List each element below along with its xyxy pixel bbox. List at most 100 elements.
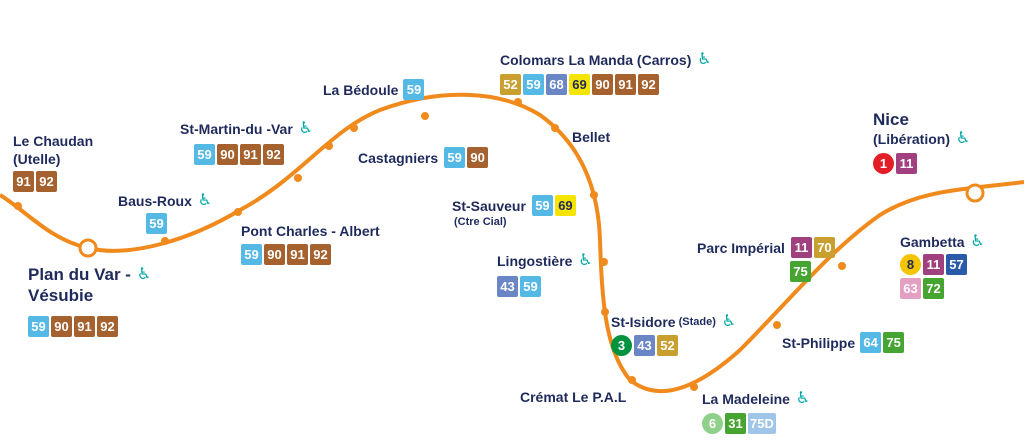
route-badge-92[interactable]: 92	[263, 144, 284, 165]
route-badge-69[interactable]: 69	[554, 195, 576, 216]
stop-dot[interactable]	[690, 383, 698, 391]
stop-dot[interactable]	[325, 142, 333, 150]
route-badge-3[interactable]: 3	[611, 335, 632, 356]
stop-dot[interactable]	[601, 308, 609, 316]
route-badges: 59	[146, 213, 213, 234]
route-badge-90[interactable]: 90	[264, 244, 285, 265]
route-badge-59[interactable]: 59	[444, 147, 466, 168]
route-badge-52[interactable]: 52	[657, 335, 678, 356]
route-badge-11[interactable]: 11	[896, 153, 917, 174]
stop-dot[interactable]	[294, 174, 302, 182]
route-badge-72[interactable]: 72	[923, 278, 944, 299]
stop-dot[interactable]	[350, 124, 358, 132]
stop-baus-roux[interactable]: Baus-Roux♿ 59	[118, 192, 213, 234]
route-badge-57[interactable]: 57	[946, 254, 967, 275]
route-badge-92[interactable]: 92	[638, 74, 659, 95]
stop-dot[interactable]	[234, 208, 242, 216]
route-badge-92[interactable]: 92	[310, 244, 331, 265]
stop-name-line2: Vésubie	[28, 286, 94, 305]
route-badge-91[interactable]: 91	[74, 316, 95, 337]
route-badge-64[interactable]: 64	[860, 332, 882, 353]
route-badge-92[interactable]: 92	[36, 171, 57, 192]
terminus-plan-du-var[interactable]	[78, 238, 98, 258]
route-badge-11[interactable]: 11	[923, 254, 944, 275]
route-badge-59[interactable]: 59	[403, 79, 425, 100]
route-badge-59[interactable]: 59	[531, 195, 553, 216]
route-badge-6[interactable]: 6	[702, 413, 723, 434]
route-badge-75[interactable]: 75	[790, 261, 811, 282]
route-badge-59[interactable]: 59	[241, 244, 262, 265]
stop-subtitle: (Ctre Cial)	[454, 216, 507, 228]
route-badge-8[interactable]: 8	[900, 254, 921, 275]
route-badge-90[interactable]: 90	[51, 316, 72, 337]
route-badge-11[interactable]: 11	[790, 237, 812, 258]
stop-dot[interactable]	[421, 112, 429, 120]
stop-dot[interactable]	[551, 124, 559, 132]
route-badge-68[interactable]: 68	[546, 74, 567, 95]
stop-cremat[interactable]: Crémat Le P.A.L	[520, 388, 626, 406]
stop-dot[interactable]	[628, 376, 636, 384]
route-badge-43[interactable]: 43	[634, 335, 655, 356]
stop-dot[interactable]	[161, 237, 169, 245]
stop-la-bedoule[interactable]: La Bédoule 59	[323, 79, 425, 100]
route-badges: 59	[403, 79, 425, 100]
route-badges-row2: 75	[790, 261, 835, 282]
route-badge-59[interactable]: 59	[520, 276, 541, 297]
route-badge-59[interactable]: 59	[28, 316, 49, 337]
route-badge-90[interactable]: 90	[217, 144, 238, 165]
route-badge-59[interactable]: 59	[146, 213, 167, 234]
route-badge-70[interactable]: 70	[813, 237, 835, 258]
stop-dot[interactable]	[600, 258, 608, 266]
terminus-nice[interactable]	[965, 183, 985, 203]
route-badge-31[interactable]: 31	[725, 413, 746, 434]
route-badge-91[interactable]: 91	[287, 244, 308, 265]
route-badge-63[interactable]: 63	[900, 278, 921, 299]
stop-dot[interactable]	[590, 191, 598, 199]
route-badge-75[interactable]: 75	[883, 332, 905, 353]
route-badge-43[interactable]: 43	[497, 276, 518, 297]
route-badge-52[interactable]: 52	[500, 74, 521, 95]
route-line	[0, 92, 1024, 394]
route-badge-59[interactable]: 59	[523, 74, 544, 95]
stop-name: Baus-Roux	[118, 193, 192, 209]
route-badge-91[interactable]: 91	[13, 171, 34, 192]
route-badge-59[interactable]: 59	[194, 144, 215, 165]
route-badge-91[interactable]: 91	[615, 74, 636, 95]
route-badge-90[interactable]: 90	[592, 74, 613, 95]
stop-dot[interactable]	[514, 98, 522, 106]
route-badge-1[interactable]: 1	[873, 153, 894, 174]
route-badge-69[interactable]: 69	[569, 74, 590, 95]
stop-bellet[interactable]: Bellet	[572, 128, 610, 146]
route-badge-75D[interactable]: 75D	[748, 413, 776, 434]
stop-dot[interactable]	[773, 321, 781, 329]
route-badge-91[interactable]: 91	[240, 144, 261, 165]
route-badge-92[interactable]: 92	[97, 316, 118, 337]
stop-dot[interactable]	[838, 262, 846, 270]
route-badge-90[interactable]: 90	[467, 147, 489, 168]
stop-name: Gambetta	[900, 234, 965, 250]
stop-dot[interactable]	[14, 202, 22, 210]
wheelchair-icon: ♿	[578, 252, 593, 269]
